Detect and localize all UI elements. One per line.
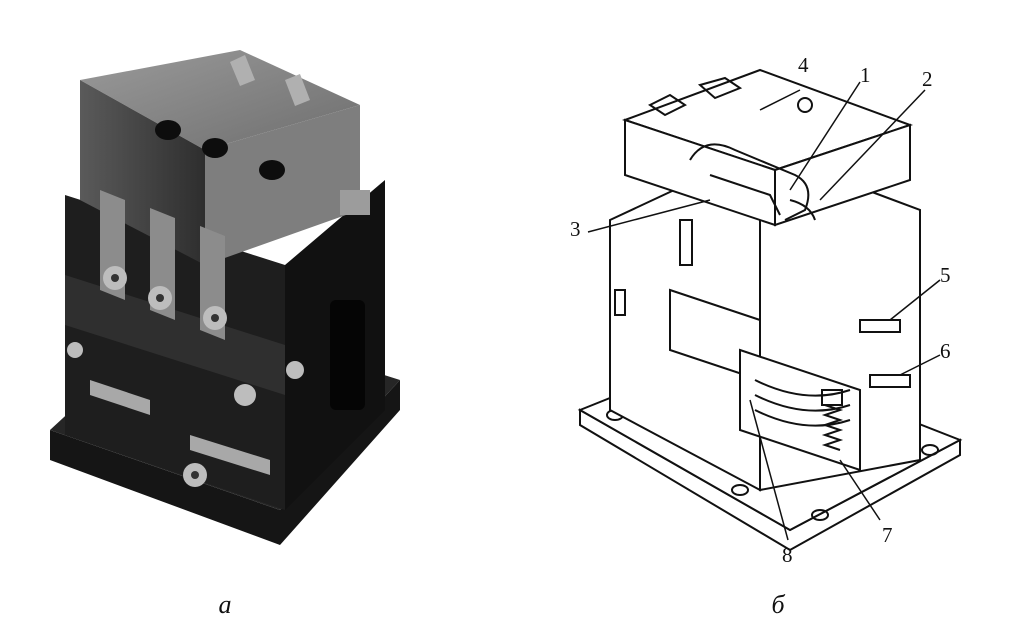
callout-8: 8 [782, 543, 793, 567]
starter-cutaway-drawing: 1 2 3 4 5 6 7 8 [560, 50, 990, 580]
caption-right: б [771, 590, 785, 619]
cutaway-illustration [577, 68, 963, 552]
callout-3: 3 [570, 217, 581, 241]
callout-7: 7 [882, 523, 893, 547]
callout-6: 6 [940, 339, 951, 363]
callout-4: 4 [798, 53, 809, 77]
starter-photo [40, 50, 410, 555]
callout-labels: 1 2 3 4 5 6 7 8 [570, 53, 951, 567]
callout-5: 5 [940, 263, 951, 287]
starter-photo-illustration [50, 50, 400, 545]
callout-1: 1 [860, 63, 871, 87]
caption-left: а [218, 590, 232, 619]
callout-2: 2 [922, 67, 933, 91]
